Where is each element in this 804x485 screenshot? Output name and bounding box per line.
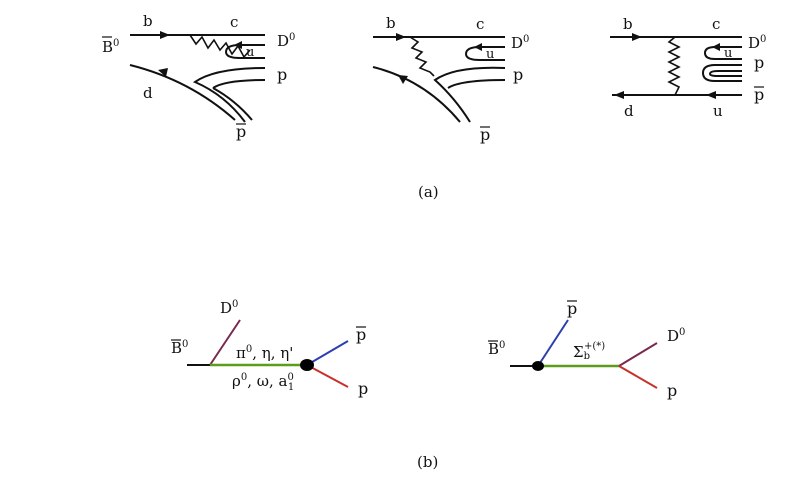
a3-label-D: D0 [748, 34, 766, 52]
a2-label-pbar: p [480, 125, 490, 144]
a1-u-arrow [234, 41, 242, 49]
a2-label-D: D0 [511, 34, 529, 52]
diagram-b-right: B0 p Σb+(*) D0 p [488, 299, 685, 400]
a1-b-arrow [160, 31, 170, 39]
a1-label-B: B0 [102, 38, 119, 56]
a1-p-line-outer [192, 67, 266, 123]
a3-label-u-bottom: u [713, 102, 723, 120]
a1-label-p: p [277, 65, 287, 84]
diagram-a1: b c u B0 d D0 p p [102, 12, 295, 141]
a2-label-p: p [513, 65, 523, 84]
bl-label-p: p [358, 379, 368, 398]
a2-b-arrow [396, 33, 406, 41]
br-pbar-line [537, 319, 569, 367]
a2-label-u: u [486, 47, 494, 62]
a3-label-c: c [712, 15, 720, 33]
bl-pbar-line [306, 340, 349, 366]
a3-label-pbar: p [754, 85, 764, 104]
a2-d-line [372, 66, 461, 123]
a1-label-u: u [246, 45, 254, 60]
a3-w-boson [667, 36, 681, 96]
caption-a: (a) [418, 183, 439, 201]
a1-pbar-line [212, 87, 253, 121]
a2-d-arrow [398, 75, 408, 84]
a3-label-p: p [754, 53, 764, 72]
br-D-line [618, 342, 658, 367]
a3-b-arrow [632, 33, 642, 41]
caption-b: (b) [417, 453, 438, 471]
bl-label-B: B0 [171, 339, 188, 357]
a3-u-loop-2 [701, 64, 742, 82]
br-label-pbar: p [567, 299, 577, 318]
a1-label-d: d [143, 84, 153, 102]
a2-label-c: c [476, 15, 484, 33]
a2-label-b: b [386, 14, 396, 32]
a1-d-arrow [158, 68, 168, 77]
a1-label-D: D0 [277, 32, 295, 50]
bl-label-D: D0 [220, 299, 238, 317]
a2-u-arrow [474, 43, 482, 51]
br-label-sigma: Σb+(*) [573, 341, 605, 362]
bl-vertex [300, 359, 314, 371]
bl-label-upper: π0, η, η' [236, 344, 293, 362]
a3-label-b: b [623, 15, 633, 33]
a1-label-c: c [230, 13, 238, 31]
a1-w-boson [189, 34, 251, 59]
br-label-p: p [667, 381, 677, 400]
br-label-B: B0 [488, 340, 505, 358]
bl-D-line [209, 319, 241, 366]
a3-u-top-arrow [712, 43, 720, 51]
a2-p-line-outer [433, 66, 506, 123]
a3-label-u-top: u [724, 46, 732, 61]
a2-p-line-inner [447, 79, 506, 89]
a3-label-d: d [624, 102, 634, 120]
a2-w-boson [409, 36, 435, 77]
a1-d-line [129, 64, 236, 121]
a3-u-loop-3 [708, 70, 742, 77]
br-label-D: D0 [667, 327, 685, 345]
bl-label-pbar: p [356, 325, 366, 344]
br-vertex [532, 361, 544, 371]
a1-label-pbar: p [236, 122, 246, 141]
a3-u-arrow [706, 91, 716, 99]
a1-p-line-inner [212, 79, 266, 89]
diagram-a3: b c u D0 p p d u [610, 15, 766, 120]
a3-u-loop-1 [703, 46, 742, 60]
a1-label-b: b [143, 12, 153, 30]
br-p-line [618, 365, 658, 389]
a3-d-arrow [614, 91, 624, 99]
diagram-a2: b c u D0 p p [372, 14, 529, 144]
bl-p-line [306, 364, 349, 388]
